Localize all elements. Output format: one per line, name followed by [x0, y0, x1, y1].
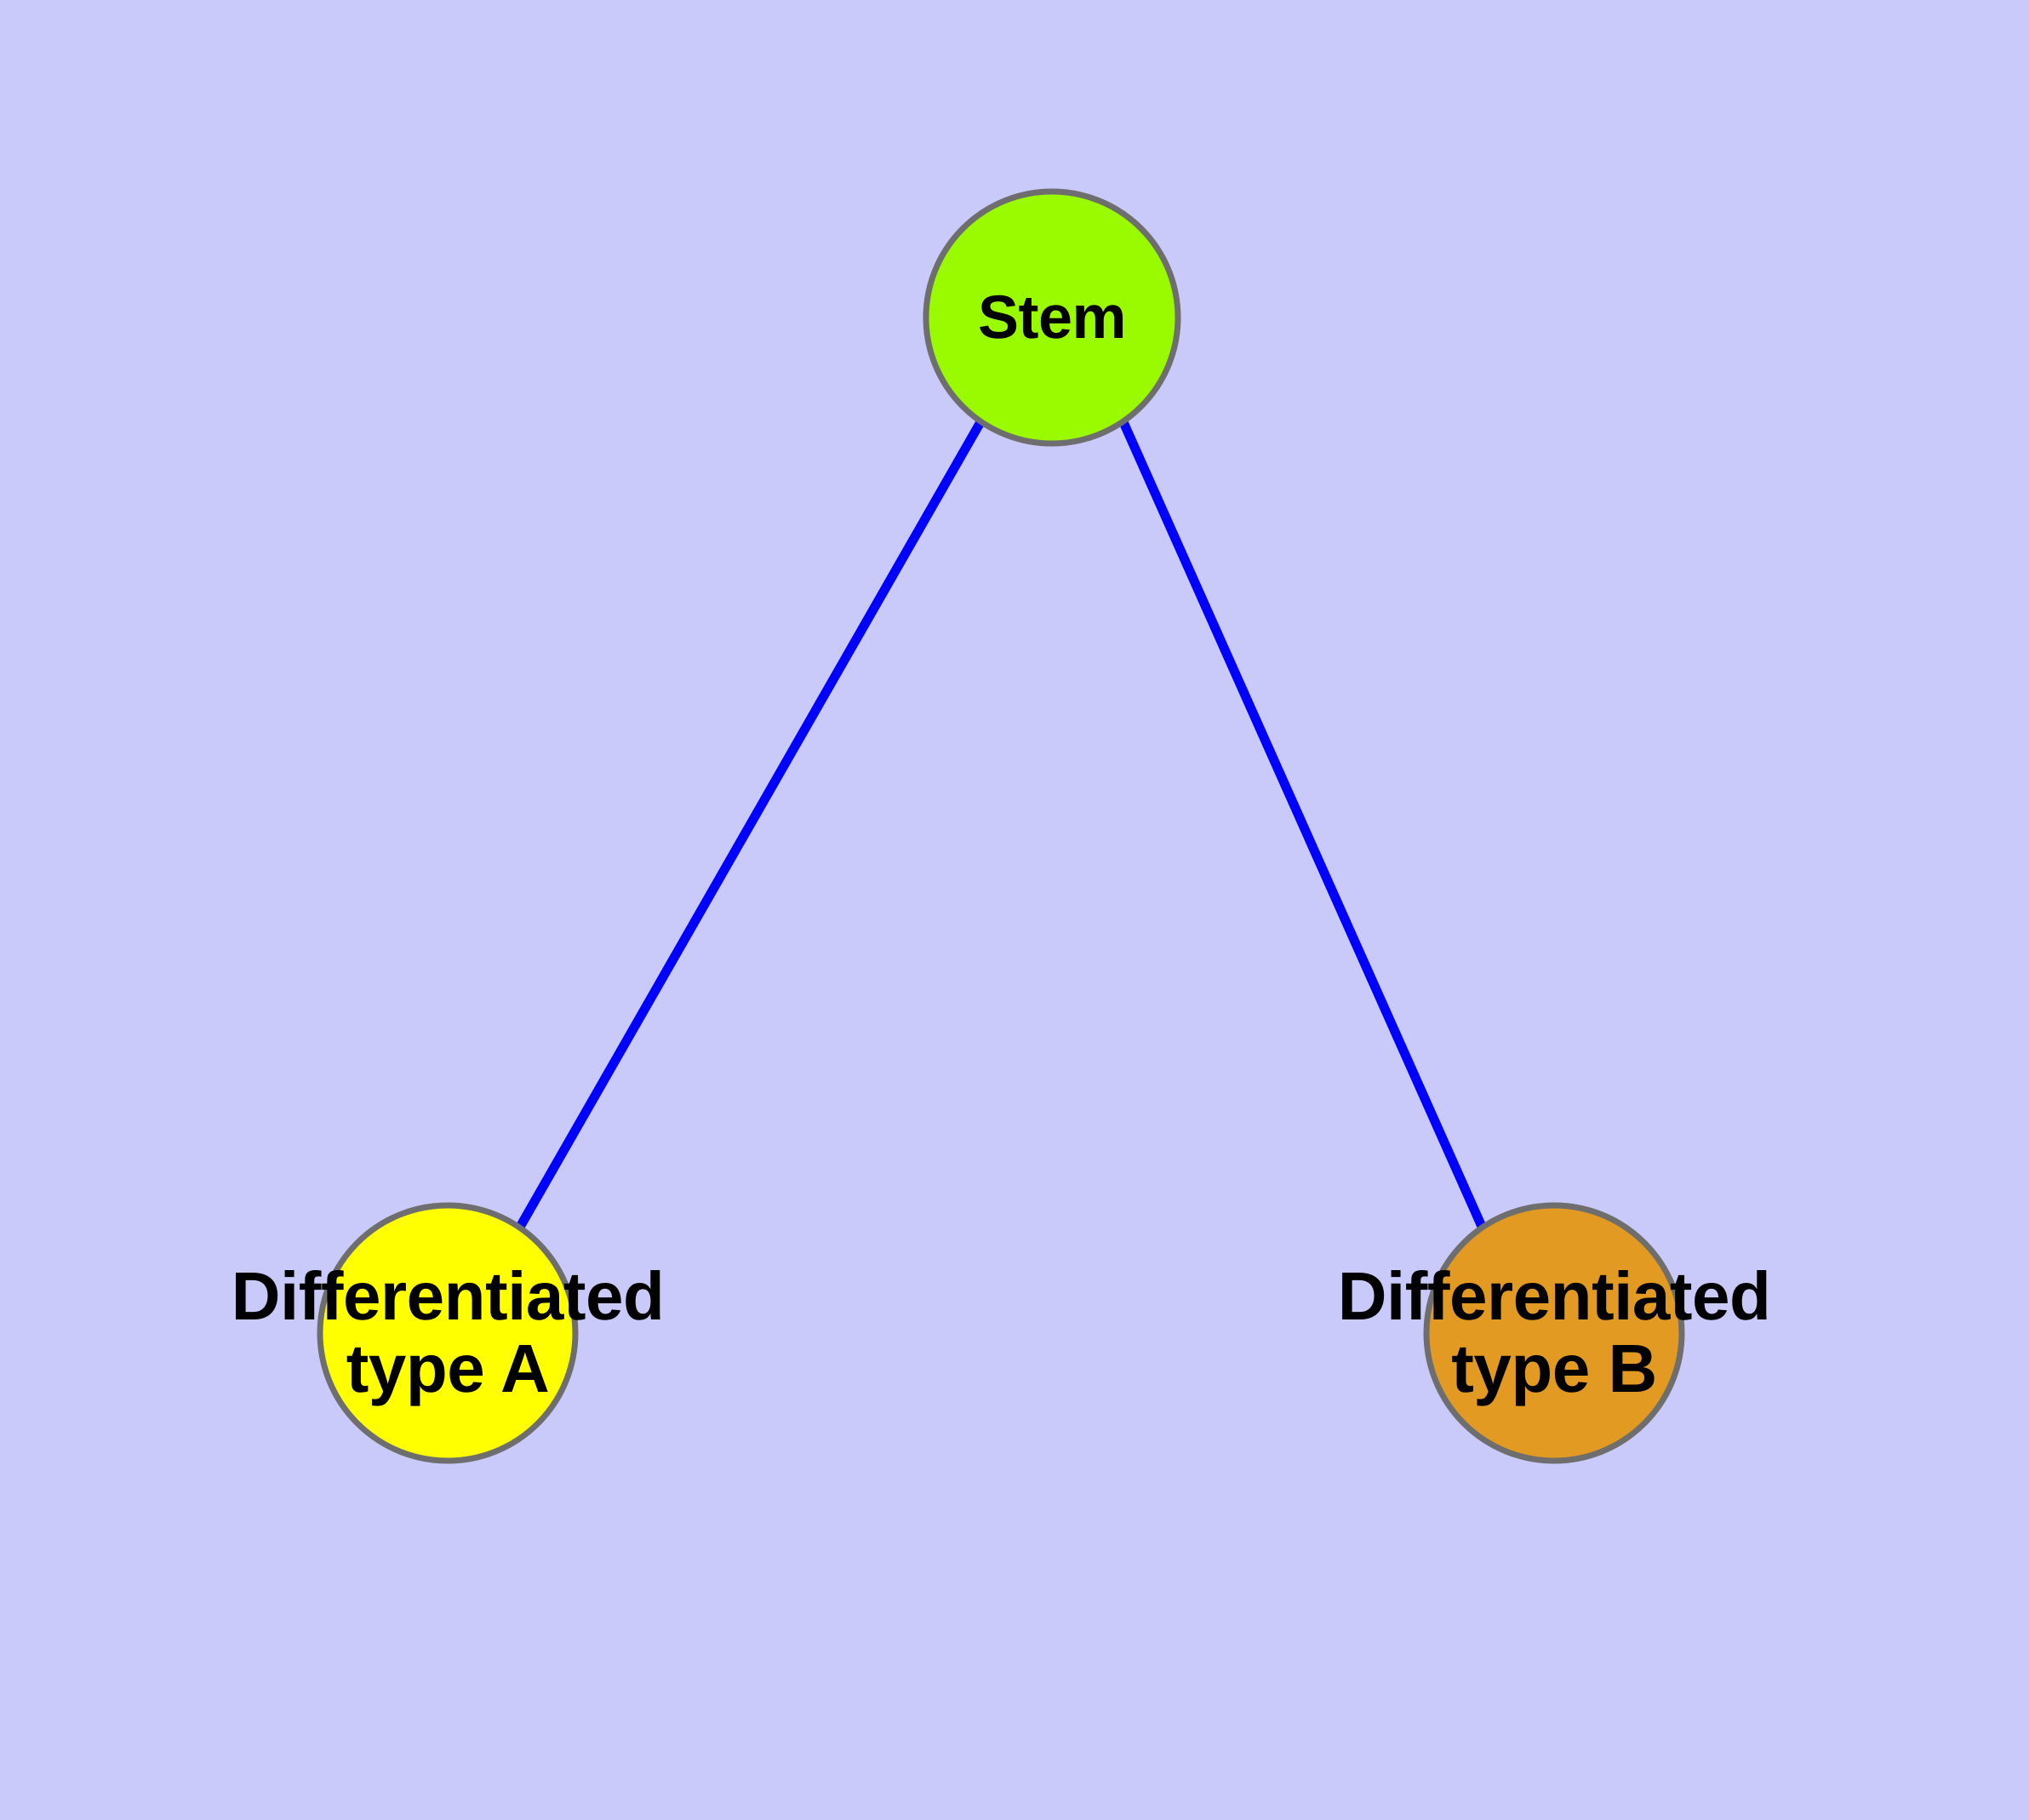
edge-stem-to-differentiated-type-a[interactable] — [515, 420, 985, 1231]
node-layer — [317, 188, 1685, 1464]
edge-layer — [515, 420, 1488, 1231]
node-differentiated-type-b[interactable] — [1423, 1202, 1685, 1464]
node-differentiated-type-a[interactable] — [317, 1202, 579, 1464]
node-stem[interactable] — [923, 188, 1181, 447]
edge-stem-to-differentiated-type-b[interactable] — [1118, 420, 1488, 1231]
